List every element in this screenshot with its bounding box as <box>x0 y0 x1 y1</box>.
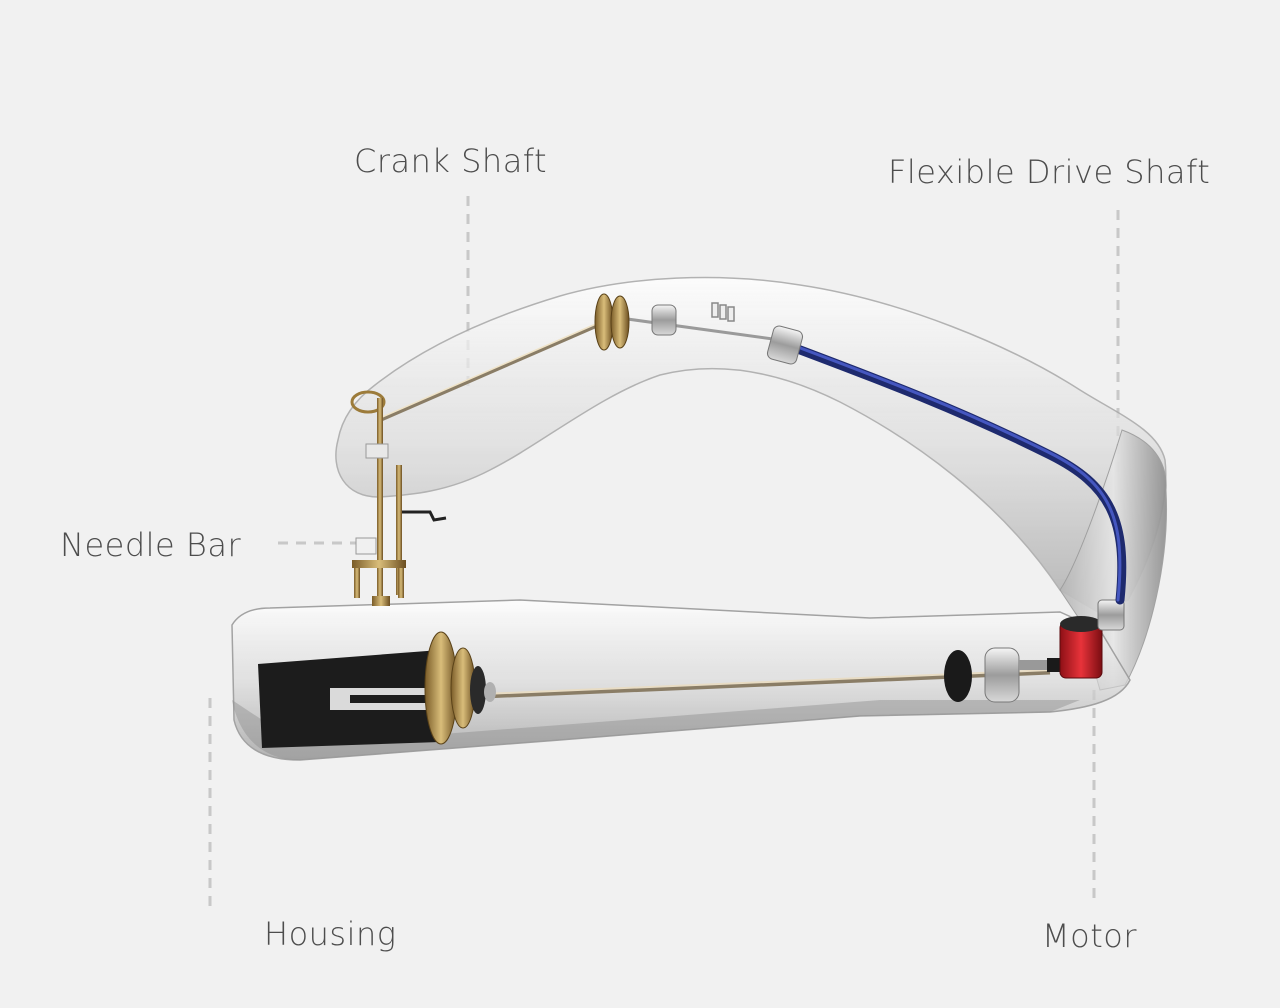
main-gear-icon <box>424 631 496 745</box>
housing-label: Housing <box>264 915 397 953</box>
crank-shaft <box>379 316 781 422</box>
needle-bar-assembly <box>350 390 447 606</box>
housing-block <box>258 650 450 748</box>
flexible-drive-shaft <box>790 343 1127 605</box>
motor-icon <box>1047 599 1125 679</box>
coupling <box>944 647 1049 703</box>
flexible-drive-shaft-label: Flexible Drive Shaft <box>888 153 1211 191</box>
needle-bar-label: Needle Bar <box>60 526 242 564</box>
pulley-icon <box>594 293 804 365</box>
motor-label: Motor <box>1042 917 1137 955</box>
crank-shaft-label: Crank Shaft <box>354 142 548 180</box>
